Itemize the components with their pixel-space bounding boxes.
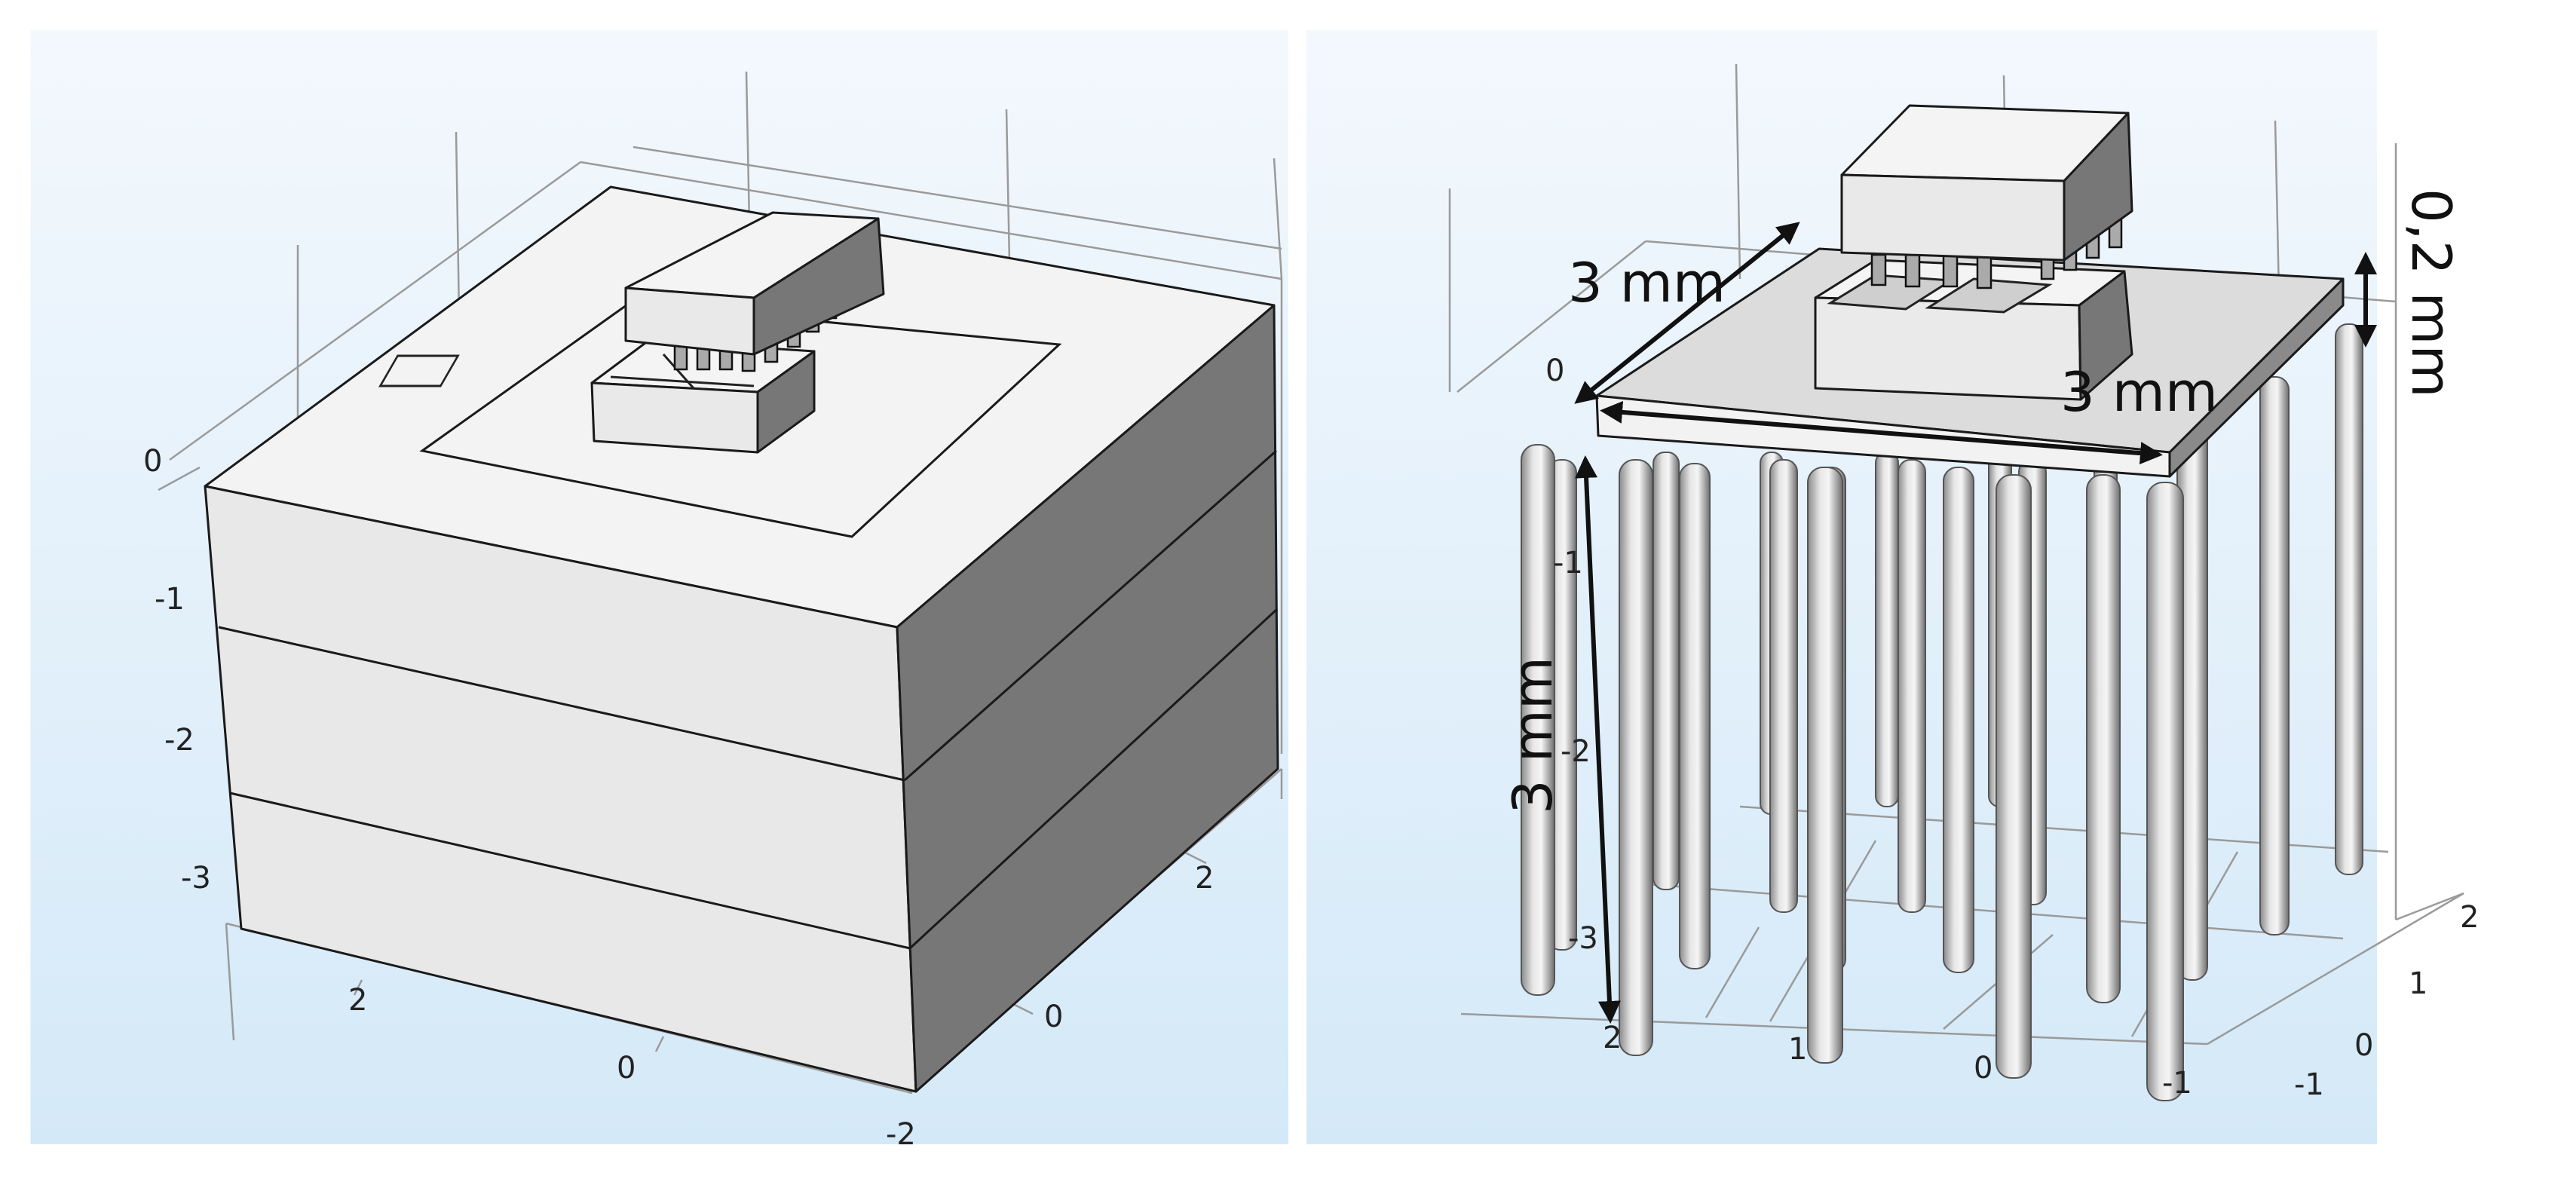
pillar xyxy=(1619,459,1653,1056)
right-tick-v0: 0 xyxy=(1545,354,1564,388)
right-vertical-ticks: 0 -1 -2 -3 xyxy=(1545,354,1598,956)
right-tick-s3: -1 xyxy=(2294,1067,2324,1102)
block-side-face xyxy=(896,304,1279,1093)
left-view-panel: 0 -1 -2 -3 2 0 2 0 -2 xyxy=(30,30,1288,1152)
left-side-ticks: 2 0 -2 xyxy=(886,861,1214,1152)
pillar xyxy=(1875,452,1899,807)
right-view-panel: 3 mm 3 mm 0,2 mm 3 mm 0 -1 -2 -3 2 1 0 -… xyxy=(1288,0,2576,1182)
width-label: 3 mm xyxy=(2060,360,2218,424)
right-view-canvas: 3 mm 3 mm 0,2 mm 3 mm 0 -1 -2 -3 2 1 0 -… xyxy=(1306,30,2479,1144)
left-tick-v3: -3 xyxy=(181,861,211,896)
left-tick-s1: 0 xyxy=(1044,1000,1063,1034)
pillar xyxy=(1652,452,1680,890)
pillar xyxy=(2086,474,2121,1003)
pillar xyxy=(1898,459,1926,913)
pillar-height-arrow xyxy=(1575,455,1621,1024)
chip-assembly-right xyxy=(1814,104,2133,401)
pillar-height-label: 3 mm xyxy=(1501,657,1564,814)
pillar xyxy=(1769,459,1798,913)
pillar xyxy=(1807,467,1843,1064)
dimension-arrows xyxy=(1574,222,2377,1024)
left-tick-s0: 2 xyxy=(1195,861,1214,896)
right-tick-f2: 0 xyxy=(1974,1051,1992,1086)
depth-arrow xyxy=(1574,222,1800,404)
right-tick-v2: -2 xyxy=(1561,734,1591,769)
thickness-label: 0,2 mm xyxy=(2400,188,2463,398)
pillar xyxy=(1679,463,1711,969)
depth-label: 3 mm xyxy=(1568,251,1726,314)
right-tick-s2: 0 xyxy=(2354,1028,2373,1063)
left-view-canvas: 0 -1 -2 -3 2 0 2 0 -2 xyxy=(30,30,1288,1152)
right-front-ticks: 2 1 0 -1 xyxy=(1603,1021,2192,1101)
pillar xyxy=(1996,474,2032,1079)
left-tick-v1: -1 xyxy=(155,582,185,617)
pillar xyxy=(1943,467,1974,973)
pillar xyxy=(2146,482,2184,1101)
left-tick-s2: -2 xyxy=(886,1117,916,1152)
left-vertical-ticks: 0 -1 -2 -3 xyxy=(143,444,211,896)
pillar xyxy=(2259,376,2290,935)
pillar xyxy=(2335,323,2363,875)
layer-line-1 xyxy=(218,626,905,782)
right-tick-v3: -3 xyxy=(1568,921,1598,956)
pillar xyxy=(1521,444,1555,996)
right-tick-f0: 2 xyxy=(1603,1021,1622,1055)
width-arrow xyxy=(1600,400,2163,465)
right-side-ticks: 2 1 0 -1 xyxy=(2294,900,2479,1102)
right-tick-f3: -1 xyxy=(2162,1066,2192,1101)
left-tick-v0: 0 xyxy=(143,444,162,479)
left-front-ticks: 2 0 xyxy=(348,983,636,1086)
left-tick-f1: 0 xyxy=(617,1051,636,1086)
left-tick-v2: -2 xyxy=(164,723,195,758)
top-inner-square xyxy=(419,302,1062,538)
right-tick-s0: 2 xyxy=(2460,900,2479,935)
chip-assembly xyxy=(378,211,885,454)
left-tick-f0: 2 xyxy=(348,983,367,1018)
pillar-array xyxy=(1521,323,2363,1101)
layer-line-2 xyxy=(229,792,911,950)
right-tick-f1: 1 xyxy=(1788,1032,1807,1067)
right-tick-v1: -1 xyxy=(1553,546,1583,580)
right-tick-s1: 1 xyxy=(2409,966,2427,1001)
